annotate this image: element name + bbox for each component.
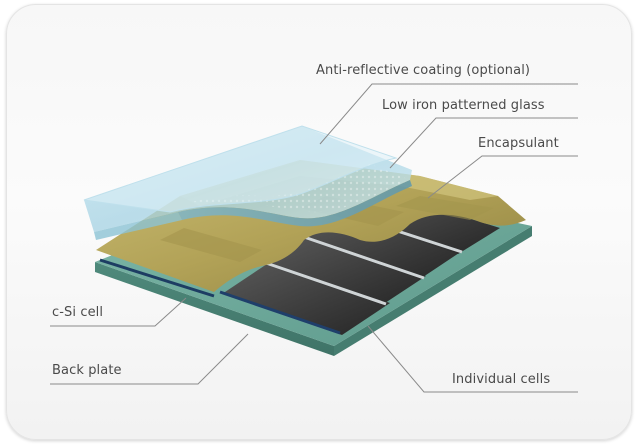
label-back-plate: Back plate: [52, 363, 122, 378]
cell: [262, 236, 426, 305]
leader-line-csi-cell: [50, 297, 187, 327]
label-encapsulant: Encapsulant: [478, 136, 559, 151]
encapsulant-cell-imprint: [160, 228, 262, 262]
leader-lines: [50, 83, 578, 393]
leader-line-back-plate: [50, 333, 249, 385]
cell-edge: [219, 290, 341, 335]
back-plate-front-face: [95, 262, 334, 356]
label-individual-cells: Individual cells: [452, 372, 551, 387]
busbar: [265, 261, 387, 306]
busbar: [303, 235, 425, 280]
glass-front-edge: [94, 212, 182, 240]
leader-line-encapsulant: [427, 155, 578, 199]
anti-reflective-coating: [83, 125, 398, 213]
glass-curl-edge: [178, 180, 412, 227]
encapsulant-cell-imprint: [396, 196, 494, 220]
label-csi-cell: c-Si cell: [52, 305, 104, 320]
back-plate-side-face: [334, 226, 532, 356]
label-low-iron-glass: Low iron patterned glass: [382, 98, 545, 113]
leader-line-individual-cells: [367, 325, 578, 393]
label-anti-reflective-coating: Anti-reflective coating (optional): [316, 63, 531, 78]
cell: [222, 262, 390, 335]
leader-line-anti-reflective: [319, 83, 578, 145]
cell-edge: [99, 258, 215, 298]
leader-line-glass: [389, 117, 578, 169]
